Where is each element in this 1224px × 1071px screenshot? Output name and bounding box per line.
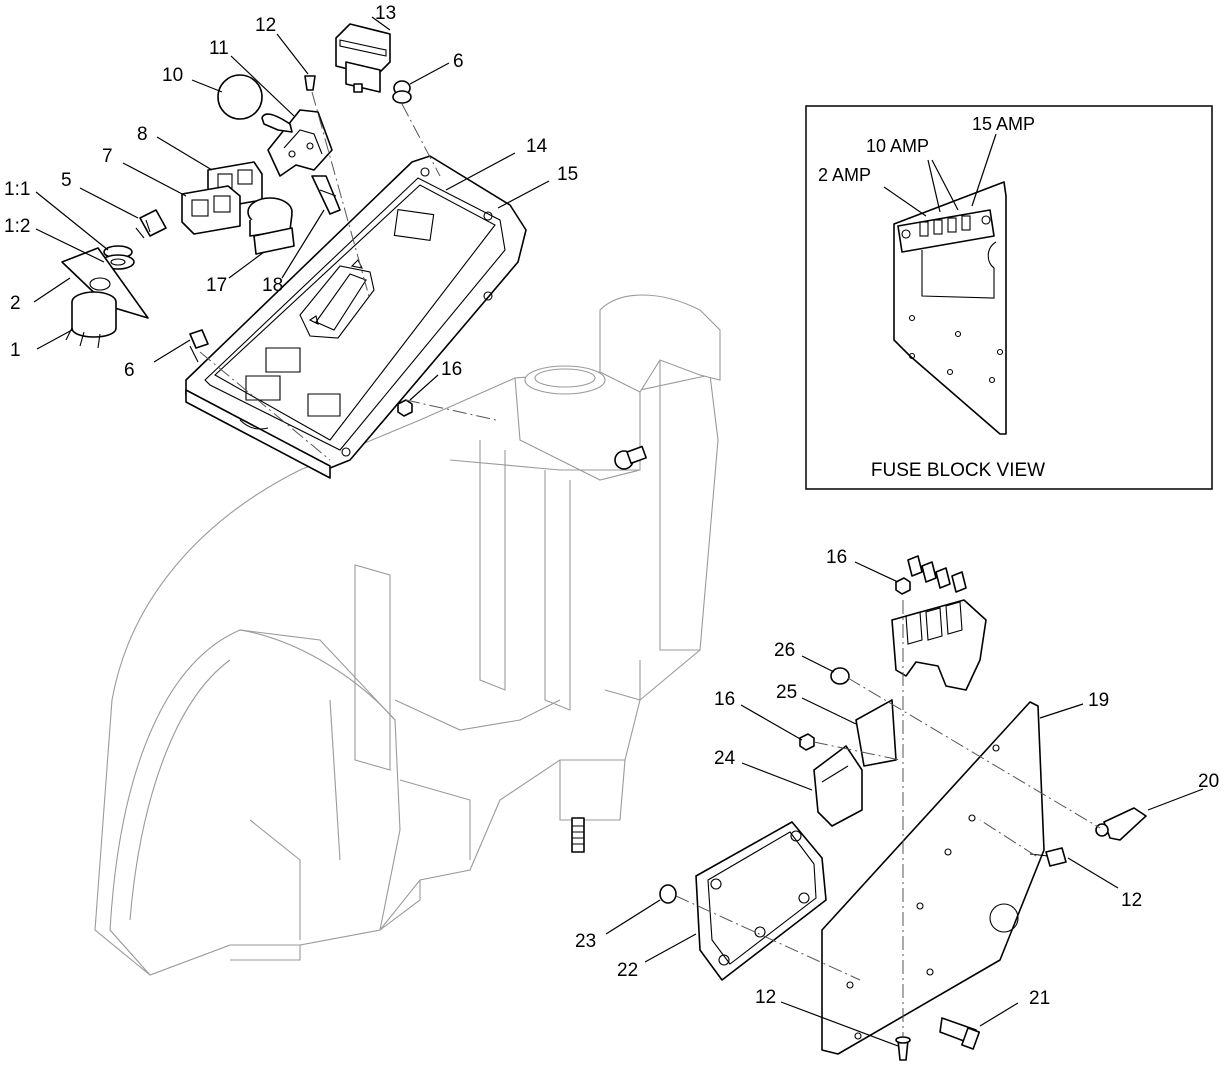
control-panel xyxy=(185,155,527,479)
callout-25: 25 xyxy=(776,682,797,703)
inset-title: FUSE BLOCK VIEW xyxy=(871,460,1045,481)
callout-21: 21 xyxy=(1029,988,1050,1009)
callout-24: 24 xyxy=(714,748,736,769)
callout-1-1: 1:1 xyxy=(4,179,30,200)
callout-8: 8 xyxy=(137,124,148,145)
callout-20: 20 xyxy=(1198,771,1219,792)
alignment-lines xyxy=(199,91,1101,1036)
callout-18: 18 xyxy=(262,275,283,296)
callout-6-lower: 6 xyxy=(124,360,135,381)
housing-ghost xyxy=(94,294,721,976)
callout-16-panel: 16 xyxy=(441,359,462,380)
callout-1-2: 1:2 xyxy=(4,216,30,237)
fuse-block-inset: 2 AMP 10 AMP 15 AMP FUSE BLOCK VIEW xyxy=(805,105,1213,490)
callout-2: 2 xyxy=(10,293,21,314)
callout-14: 14 xyxy=(526,136,548,157)
callout-11: 11 xyxy=(209,38,229,59)
callout-26: 26 xyxy=(774,640,795,661)
inset-label-15-amp: 15 AMP xyxy=(972,114,1035,134)
callout-13: 13 xyxy=(375,3,396,24)
callout-22: 22 xyxy=(617,960,638,981)
callout-15: 15 xyxy=(557,164,578,185)
callout-labels: 1 1:1 1:2 2 5 6 7 8 10 11 12 13 6 14 15 … xyxy=(4,3,1219,1009)
inset-label-10-amp: 10 AMP xyxy=(866,136,929,156)
callout-1: 1 xyxy=(10,340,21,361)
callout-6-top: 6 xyxy=(453,51,464,72)
callout-16-plate: 16 xyxy=(714,689,735,710)
callout-17: 17 xyxy=(206,275,227,296)
callout-10: 10 xyxy=(162,65,183,86)
callout-23: 23 xyxy=(575,931,596,952)
callout-12-right: 12 xyxy=(1121,890,1142,911)
callout-12-bottom: 12 xyxy=(755,987,776,1008)
callout-leaders xyxy=(33,16,1204,1047)
callout-5: 5 xyxy=(61,170,72,191)
electrical-plate-assembly xyxy=(659,555,1147,1061)
callout-12-top: 12 xyxy=(255,15,276,36)
inset-frame xyxy=(805,105,1213,490)
callout-7: 7 xyxy=(102,146,113,167)
callout-16-fuse: 16 xyxy=(826,547,847,568)
inset-label-2-amp: 2 AMP xyxy=(818,165,871,185)
callout-19: 19 xyxy=(1088,690,1109,711)
